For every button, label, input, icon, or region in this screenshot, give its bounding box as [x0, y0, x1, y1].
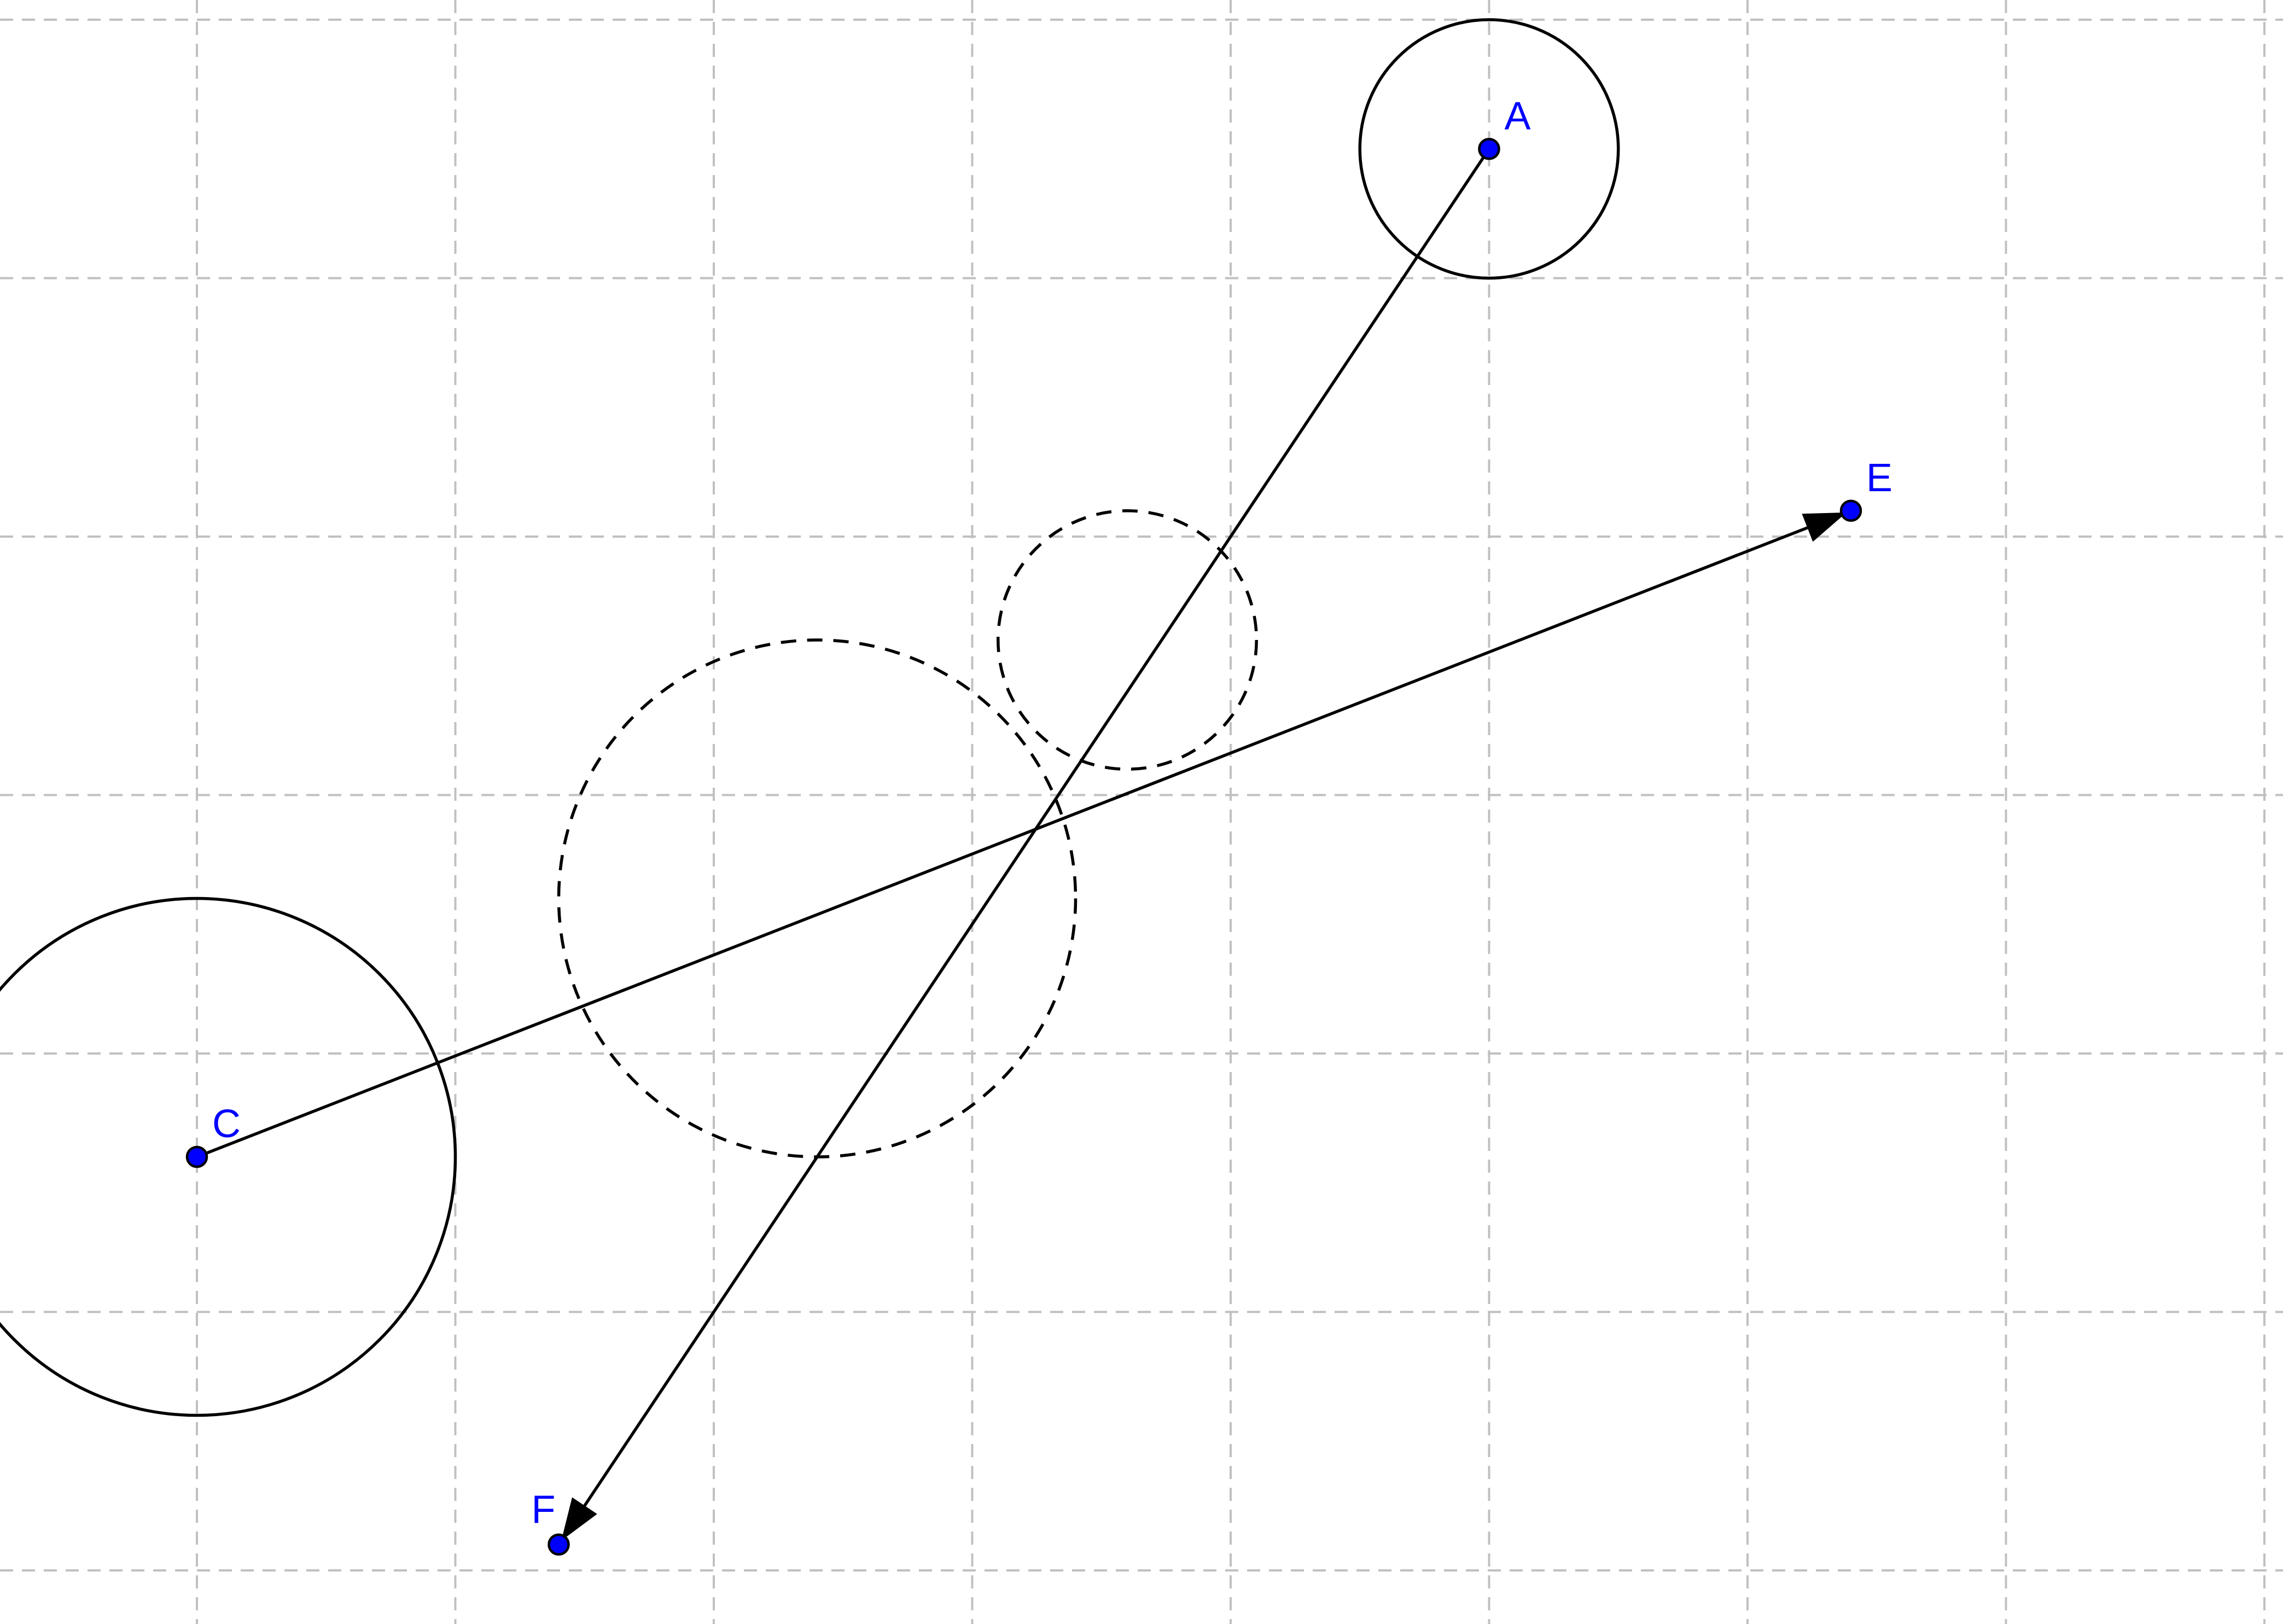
vector-af[interactable]	[561, 148, 1490, 1541]
point-f[interactable]	[548, 1533, 570, 1556]
vector-ce[interactable]	[196, 512, 1847, 1159]
point-label-f: F	[532, 1488, 556, 1532]
point-label-a: A	[1505, 94, 1531, 138]
point-c[interactable]	[185, 1145, 208, 1168]
circle-a[interactable]	[1358, 18, 1620, 280]
dashed-circle[interactable]	[997, 509, 1258, 771]
point-label-c: C	[212, 1102, 241, 1146]
circle-c[interactable]	[0, 897, 457, 1417]
point-e[interactable]	[1839, 499, 1862, 522]
points: A C E F	[185, 94, 1892, 1556]
point-label-e: E	[1866, 456, 1892, 500]
construction-shapes	[0, 18, 1620, 1417]
dashed-circle[interactable]	[557, 638, 1078, 1159]
point-a[interactable]	[1478, 138, 1500, 160]
vectors	[196, 148, 1847, 1541]
